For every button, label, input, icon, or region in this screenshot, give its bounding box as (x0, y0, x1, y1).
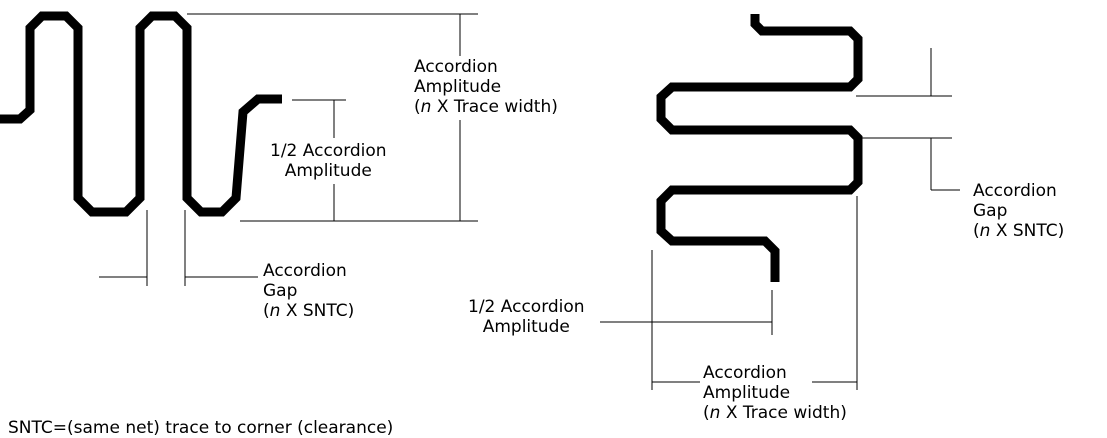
right-amplitude-label: Accordion Amplitude (n X Trace width) (703, 363, 847, 423)
label-line: Gap (263, 281, 298, 301)
label-line: Amplitude (284, 161, 372, 181)
label-line: Accordion (973, 181, 1057, 201)
left-gap-label: Accordion Gap (n X SNTC) (263, 261, 354, 321)
paren-open: ( (973, 221, 980, 241)
label-rest: X SNTC) (280, 301, 355, 321)
paren-open: ( (703, 403, 710, 423)
label-line: Amplitude (482, 317, 570, 337)
right-accordion-trace (656, 14, 863, 282)
footnote: SNTC=(same net) trace to corner (clearan… (8, 418, 394, 438)
right-half-amplitude-label: 1/2 Accordion Amplitude (468, 297, 585, 337)
right-gap-label: Accordion Gap (n X SNTC) (973, 181, 1064, 241)
label-line: (n X Trace width) (703, 403, 847, 423)
label-line: (n X Trace width) (414, 97, 558, 117)
label-line: Accordion (263, 261, 347, 281)
variable-n: n (709, 403, 721, 423)
label-line: Accordion (414, 57, 498, 77)
label-line: 1/2 Accordion (270, 141, 387, 161)
paren-open: ( (414, 97, 421, 117)
label-line: (n X SNTC) (263, 301, 354, 321)
label-rest: X Trace width) (720, 403, 847, 423)
variable-n: n (269, 301, 281, 321)
label-line: Amplitude (414, 77, 502, 97)
label-line: Accordion (703, 363, 787, 383)
label-rest: X Trace width) (431, 97, 558, 117)
label-rest: X SNTC) (990, 221, 1065, 241)
label-line: Amplitude (703, 383, 791, 403)
left-amplitude-label: Accordion Amplitude (n X Trace width) (414, 57, 558, 117)
variable-n: n (979, 221, 991, 241)
label-line: 1/2 Accordion (468, 297, 585, 317)
label-line: Gap (973, 201, 1008, 221)
variable-n: n (420, 97, 432, 117)
left-half-amplitude-label: 1/2 Accordion Amplitude (270, 141, 387, 181)
paren-open: ( (263, 301, 270, 321)
left-accordion-trace (0, 11, 282, 217)
label-line: (n X SNTC) (973, 221, 1064, 241)
